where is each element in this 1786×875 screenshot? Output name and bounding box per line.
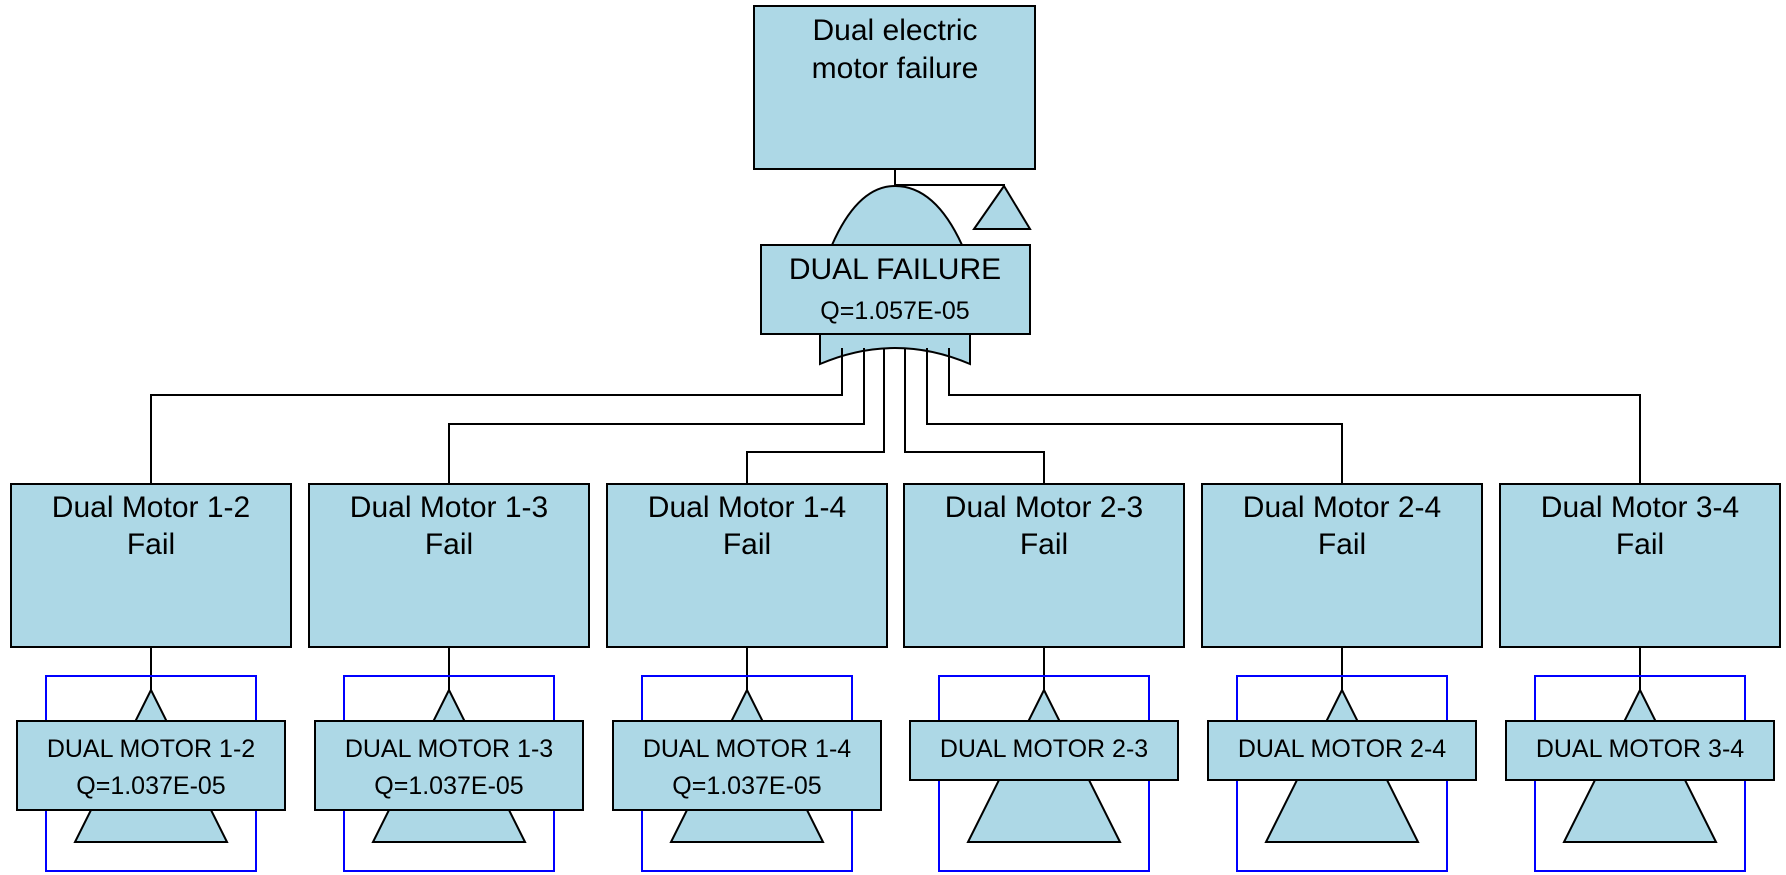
connector-2 xyxy=(448,348,865,484)
top-gate-box[interactable] xyxy=(760,244,1031,335)
child-event-1-description-line-1: Dual Motor 1-2 xyxy=(52,491,250,524)
top-gate-probability: Q=1.057E-05 xyxy=(820,297,969,325)
child-event-2-probability: Q=1.037E-05 xyxy=(374,772,523,800)
child-event-6-description-line-1: Dual Motor 3-4 xyxy=(1541,491,1739,524)
top-transfer-triangle-icon[interactable] xyxy=(972,184,1032,230)
child-event-5-gate-box[interactable] xyxy=(1207,720,1477,781)
child-event-6-description-box[interactable] xyxy=(1499,483,1781,648)
top-gate-id: DUAL FAILURE xyxy=(789,253,1001,286)
child-event-2-gate-id: DUAL MOTOR 1-3 xyxy=(345,735,553,763)
connector-3 xyxy=(746,348,885,484)
child-event-1-probability: Q=1.037E-05 xyxy=(76,772,225,800)
child-event-4-gate-box[interactable] xyxy=(909,720,1179,781)
top-event-description-line-2: motor failure xyxy=(812,52,979,85)
child-event-1-gate-box[interactable] xyxy=(16,720,286,811)
child-event-3-gate-box[interactable] xyxy=(612,720,882,811)
child-event-4-description-line-2: Fail xyxy=(1020,528,1068,561)
top-event[interactable]: Dual electric motor failure xyxy=(753,5,1036,170)
child-event-3-description-box[interactable] xyxy=(606,483,888,648)
child-event-6-description-line-2: Fail xyxy=(1616,528,1664,561)
child-event-5-description-line-2: Fail xyxy=(1318,528,1366,561)
child-event-3-probability: Q=1.037E-05 xyxy=(672,772,821,800)
child-event-5-gate-id: DUAL MOTOR 2-4 xyxy=(1238,735,1446,763)
child-event-6-gate-id: DUAL MOTOR 3-4 xyxy=(1536,735,1744,763)
connector-6 xyxy=(948,348,1641,484)
child-event-4-gate-id: DUAL MOTOR 2-3 xyxy=(940,735,1148,763)
child-event-2-gate-box[interactable] xyxy=(314,720,584,811)
child-event-3-description-line-1: Dual Motor 1-4 xyxy=(648,491,846,524)
child-event-1-description-line-2: Fail xyxy=(127,528,175,561)
top-gate-icon[interactable] xyxy=(830,184,964,246)
top-gate[interactable]: DUAL FAILURE Q=1.057E-05 xyxy=(760,244,1031,335)
child-event-2-description-line-2: Fail xyxy=(425,528,473,561)
top-event-description-line-1: Dual electric xyxy=(812,14,977,47)
child-event-5-description-box[interactable] xyxy=(1201,483,1483,648)
child-event-6-gate-box[interactable] xyxy=(1505,720,1775,781)
child-event-3-description-line-2: Fail xyxy=(723,528,771,561)
child-event-5-description-line-1: Dual Motor 2-4 xyxy=(1243,491,1441,524)
connector-4 xyxy=(904,348,1045,484)
or-gate-bottom-icon xyxy=(819,333,971,366)
child-event-2-description-line-1: Dual Motor 1-3 xyxy=(350,491,548,524)
child-event-4-description-line-1: Dual Motor 2-3 xyxy=(945,491,1143,524)
connector-1 xyxy=(150,348,843,484)
child-event-4-description-box[interactable] xyxy=(903,483,1185,648)
child-event-1-gate-id: DUAL MOTOR 1-2 xyxy=(47,735,255,763)
child-event-3-gate-id: DUAL MOTOR 1-4 xyxy=(643,735,851,763)
connector-5 xyxy=(926,348,1343,484)
child-connectors xyxy=(150,348,1641,484)
top-event-description-box[interactable] xyxy=(753,5,1036,170)
